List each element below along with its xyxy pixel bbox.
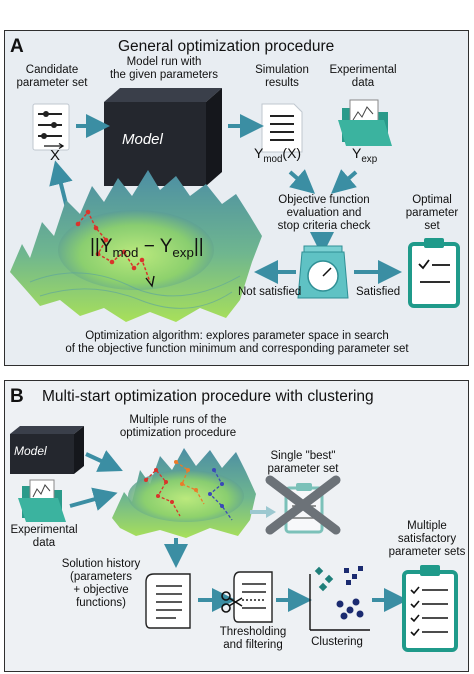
experimental-label-a: Experimental data — [329, 64, 397, 89]
optimal-label: Optimal parameter set — [405, 194, 459, 232]
panel-a-letter: A — [10, 36, 24, 57]
candidate-parameter-icon — [32, 103, 70, 151]
simulation-document-icon — [261, 103, 303, 153]
objective-label: Objective function evaluation and stop c… — [277, 194, 371, 232]
multiple-sets-label: Multiple satisfactory parameter sets — [388, 520, 466, 558]
optimal-clipboard-icon — [408, 238, 460, 308]
optimization-paths-b — [144, 460, 233, 521]
experimental-folder-b-icon — [18, 479, 66, 522]
thresholding-scroll-icon — [233, 571, 273, 623]
satisfied-label: Satisfied — [356, 286, 401, 298]
model-box-b-text: Model — [14, 444, 47, 458]
experimental-folder-icon — [338, 99, 392, 146]
candidate-label: Candidate parameter set — [16, 64, 88, 89]
objective-landscape-b — [112, 448, 256, 538]
cross-out-icon — [265, 475, 341, 535]
y-exp-label: Yexp — [352, 145, 378, 165]
model-run-label: Model run with the given parameters — [109, 56, 219, 81]
algorithm-caption: Optimization algorithm: explores paramet… — [65, 330, 409, 355]
experimental-label-b: Experimental data — [10, 524, 78, 549]
single-best-label: Single "best" parameter set — [267, 450, 339, 475]
scale-icon — [297, 245, 349, 299]
scissors-icon — [221, 591, 243, 613]
y-mod-label: Ymod(X) — [254, 145, 302, 165]
panel-b-letter: B — [10, 386, 24, 407]
arrow-simulation-to-objective — [288, 169, 316, 194]
panel-b-title: Multi-start optimization procedure with … — [42, 388, 374, 405]
model-box-b-icon — [10, 426, 84, 474]
optimization-path-a — [75, 209, 155, 288]
model-box-a-text: Model — [122, 131, 163, 148]
arrow-model-to-runs — [85, 450, 123, 472]
multiple-sets-clipboard-icon — [402, 565, 458, 652]
multiple-runs-label: Multiple runs of the optimization proced… — [119, 414, 237, 439]
solution-history-scroll-icon — [145, 573, 191, 629]
clustering-label: Clustering — [311, 636, 363, 648]
arrow-experimental-to-objective — [330, 169, 358, 194]
solution-history-label: Solution history (parameters + objective… — [61, 558, 141, 609]
objective-formula: ||Ymod − Yexp|| — [90, 236, 204, 260]
panel-a-title: General optimization procedure — [118, 38, 335, 55]
arrow-runs-to-single-best — [250, 506, 276, 518]
model-box-a-icon — [104, 88, 222, 186]
candidate-symbol: X — [50, 147, 61, 164]
not-satisfied-label: Not satisfied — [238, 286, 302, 298]
arrow-data-to-runs — [69, 487, 118, 511]
clustering-scatter-icon — [309, 566, 370, 631]
thresholding-label: Thresholding and filtering — [219, 626, 287, 651]
simulation-label: Simulation results — [255, 64, 309, 89]
